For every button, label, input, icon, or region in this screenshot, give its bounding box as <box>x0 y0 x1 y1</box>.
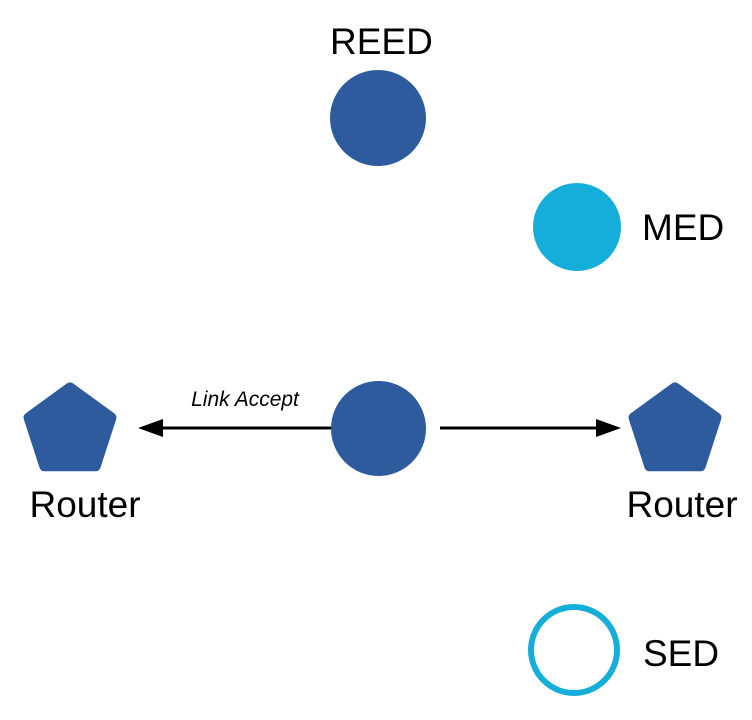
router-right-label: Router <box>626 484 738 525</box>
link-accept-edge-label: Link Accept <box>191 388 299 411</box>
arrowhead-right-icon <box>596 419 621 437</box>
med-label: MED <box>642 207 725 248</box>
med-node-circle <box>533 183 621 271</box>
sed-node-outline-circle <box>528 604 620 696</box>
sed-label: SED <box>643 633 720 674</box>
router-right-pentagon-icon <box>628 382 722 472</box>
reed-label: REED <box>330 21 433 62</box>
reed-node-circle <box>330 70 426 166</box>
arrow-to-right-router <box>440 419 621 437</box>
router-left-label: Router <box>29 484 141 525</box>
arrowhead-left-icon <box>138 419 163 437</box>
router-left-pentagon-icon <box>23 382 117 472</box>
arrow-to-left-router <box>138 419 332 437</box>
parent-node-circle <box>331 381 426 476</box>
